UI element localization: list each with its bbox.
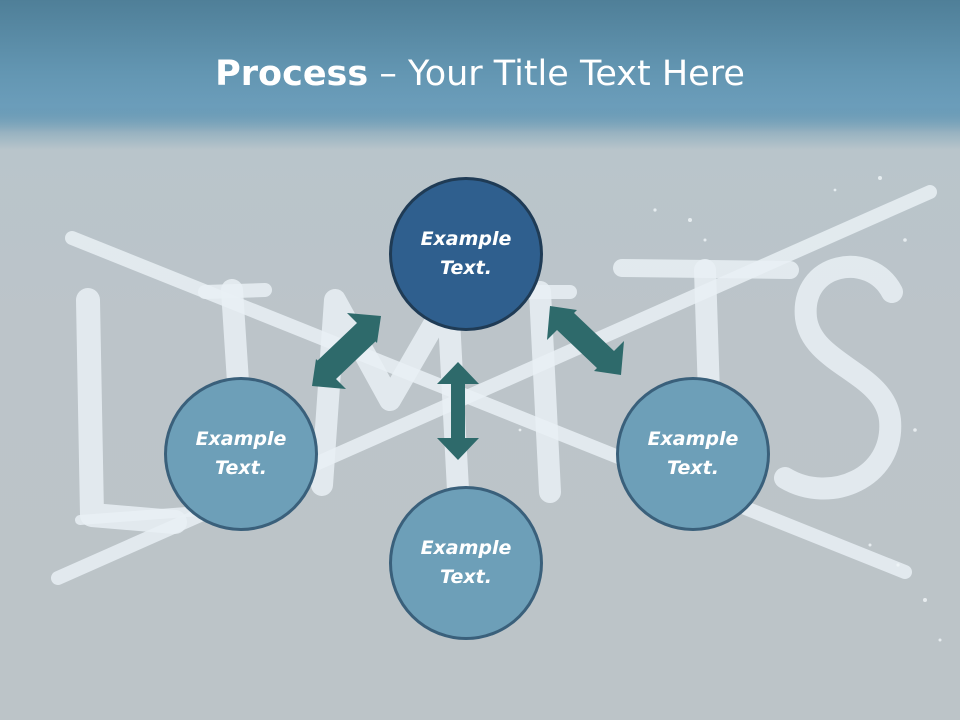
title-bold: Process <box>215 54 369 94</box>
arrow-vertical <box>437 362 479 460</box>
node-right-line1: Example <box>647 428 739 450</box>
slide-title: Process – Your Title Text Here <box>0 52 960 96</box>
title-bar <box>0 0 960 132</box>
arrow-top-left <box>312 313 381 389</box>
node-bottom-line1: Example <box>420 537 512 559</box>
node-top-line1: Example <box>420 228 512 250</box>
node-left-line2: Text. <box>215 457 267 479</box>
arrow-top-right <box>547 306 624 375</box>
node-left-line1: Example <box>195 428 287 450</box>
title-rest: – Your Title Text Here <box>368 54 745 94</box>
node-right-line2: Text. <box>667 457 719 479</box>
node-bottom-line2: Text. <box>440 566 492 588</box>
node-top-line2: Text. <box>440 257 492 279</box>
